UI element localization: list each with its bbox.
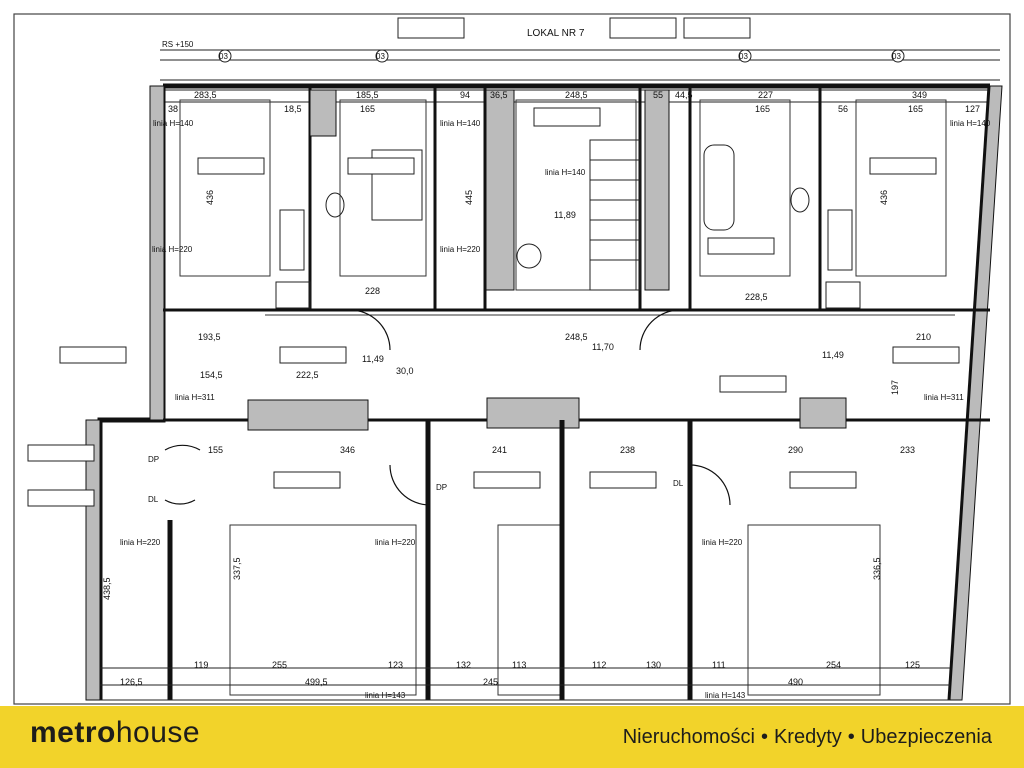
dimension-label: 56 [838,104,848,114]
height-line-label: linia H=143 [705,691,746,700]
grid-axis-label: 03 [739,52,748,61]
dimension-label: 165 [360,104,375,114]
metrohouse-logo: metrohouse [30,716,200,750]
dimension-label: 445 [464,190,474,205]
dimension-label: 123 [388,660,403,670]
height-line-label: linia H=140 [545,168,586,177]
dimension-label: 132 [456,660,471,670]
grid-axis-label: 03 [892,52,901,61]
height-line-label: linia H=220 [375,538,416,547]
height-line-label: linia H=311 [924,393,964,402]
height-line-label: linia H=220 [120,538,161,547]
dimension-label: 18,5 [284,104,302,114]
door-label: DL [673,479,684,488]
door-label: DP [436,483,447,492]
dimension-label: 490 [788,677,803,687]
dimension-label: 438,5 [102,577,112,600]
dimension-label: 112 [592,660,606,670]
door-label: DL [148,495,159,504]
dimension-label: 241 [492,445,507,455]
dimension-label: 222,5 [296,370,319,380]
logo-text-part: o [97,716,116,749]
height-line-label: linia H=143 [365,691,406,700]
dimension-label: 154,5 [200,370,223,380]
footer-banner: metrohouse Nieruchomości•Kredyty•Ubezpie… [0,706,1024,768]
dimension-label: 94 [460,90,470,100]
dimension-label: 165 [908,104,923,114]
height-line-label: linia H=140 [440,119,481,128]
dimension-label: 248,5 [565,332,588,342]
dimension-label: 127 [965,104,980,114]
dimension-label: 185,5 [356,90,379,100]
dimension-label: 283,5 [194,90,217,100]
dimension-label: 155 [208,445,223,455]
dimension-label: 165 [755,104,770,114]
height-line-label: linia H=220 [440,245,481,254]
dimension-label: 337,5 [232,557,242,580]
dimension-label: 228,5 [745,292,768,302]
dimension-label: 111 [712,660,726,670]
dimension-label: 11,70 [592,342,614,352]
dimension-label: 193,5 [198,332,221,342]
dimension-label: 499,5 [305,677,328,687]
dimension-label: 255 [272,660,287,670]
height-line-label: linia H=311 [175,393,215,402]
logo-text-part: metr [30,716,98,749]
grid-axis-label: 03 [219,52,228,61]
dimension-label: 125 [905,660,920,670]
dimension-label: 113 [512,660,526,670]
dimension-label: 126,5 [120,677,143,687]
dimension-label: 349 [912,90,927,100]
dimension-label: 210 [916,332,931,342]
dimension-label: 44,5 [675,90,693,100]
floor-plan-drawing: 03 03 03 03 RS +150 LOKAL NR 7 [13,13,1011,705]
height-line-label: linia H=220 [702,538,743,547]
height-line-label: linia H=140 [950,119,991,128]
tagline-separator: • [847,726,855,748]
dimension-label: 245 [483,677,498,687]
dimension-label: 11,49 [822,350,844,360]
tagline: Nieruchomości•Kredyty•Ubezpieczenia [623,726,992,749]
tagline-item: Kredyty [773,726,842,748]
dimension-label: 436 [205,190,215,205]
level-mark: RS +150 [162,40,194,49]
plan-title: LOKAL NR 7 [527,28,585,39]
dimension-label: 336,5 [872,557,882,580]
tagline-item: Nieruchomości [622,726,755,748]
dimension-label: 233 [900,445,915,455]
dimension-label: 197 [890,380,900,395]
dimension-label: 248,5 [565,90,588,100]
height-line-label: linia H=220 [152,245,193,254]
dimension-label: 436 [879,190,889,205]
dimension-label: 55 [653,90,663,100]
floor-plan-image: 03 03 03 03 RS +150 LOKAL NR 7 [13,13,1011,705]
dimension-label: 254 [826,660,841,670]
dimension-label: 228 [365,286,380,296]
dimension-label: 11,89 [554,210,576,220]
logo-text-part: house [115,716,201,749]
dimension-label: 227 [758,90,773,100]
tagline-item: Ubezpieczenia [860,726,992,748]
dimension-label: 238 [620,445,635,455]
door-label: DP [148,455,159,464]
tagline-separator: • [760,726,768,748]
dimension-label: 36,5 [490,90,508,100]
dimension-label: 30,0 [396,366,414,376]
height-line-label: linia H=140 [153,119,194,128]
dimension-label: 38 [168,104,178,114]
dimension-label: 119 [194,660,208,670]
dimension-label: 290 [788,445,803,455]
dimension-label: 130 [646,660,661,670]
dimension-label: 346 [340,445,355,455]
grid-axis-label: 03 [376,52,385,61]
dimension-label: 11,49 [362,354,384,364]
